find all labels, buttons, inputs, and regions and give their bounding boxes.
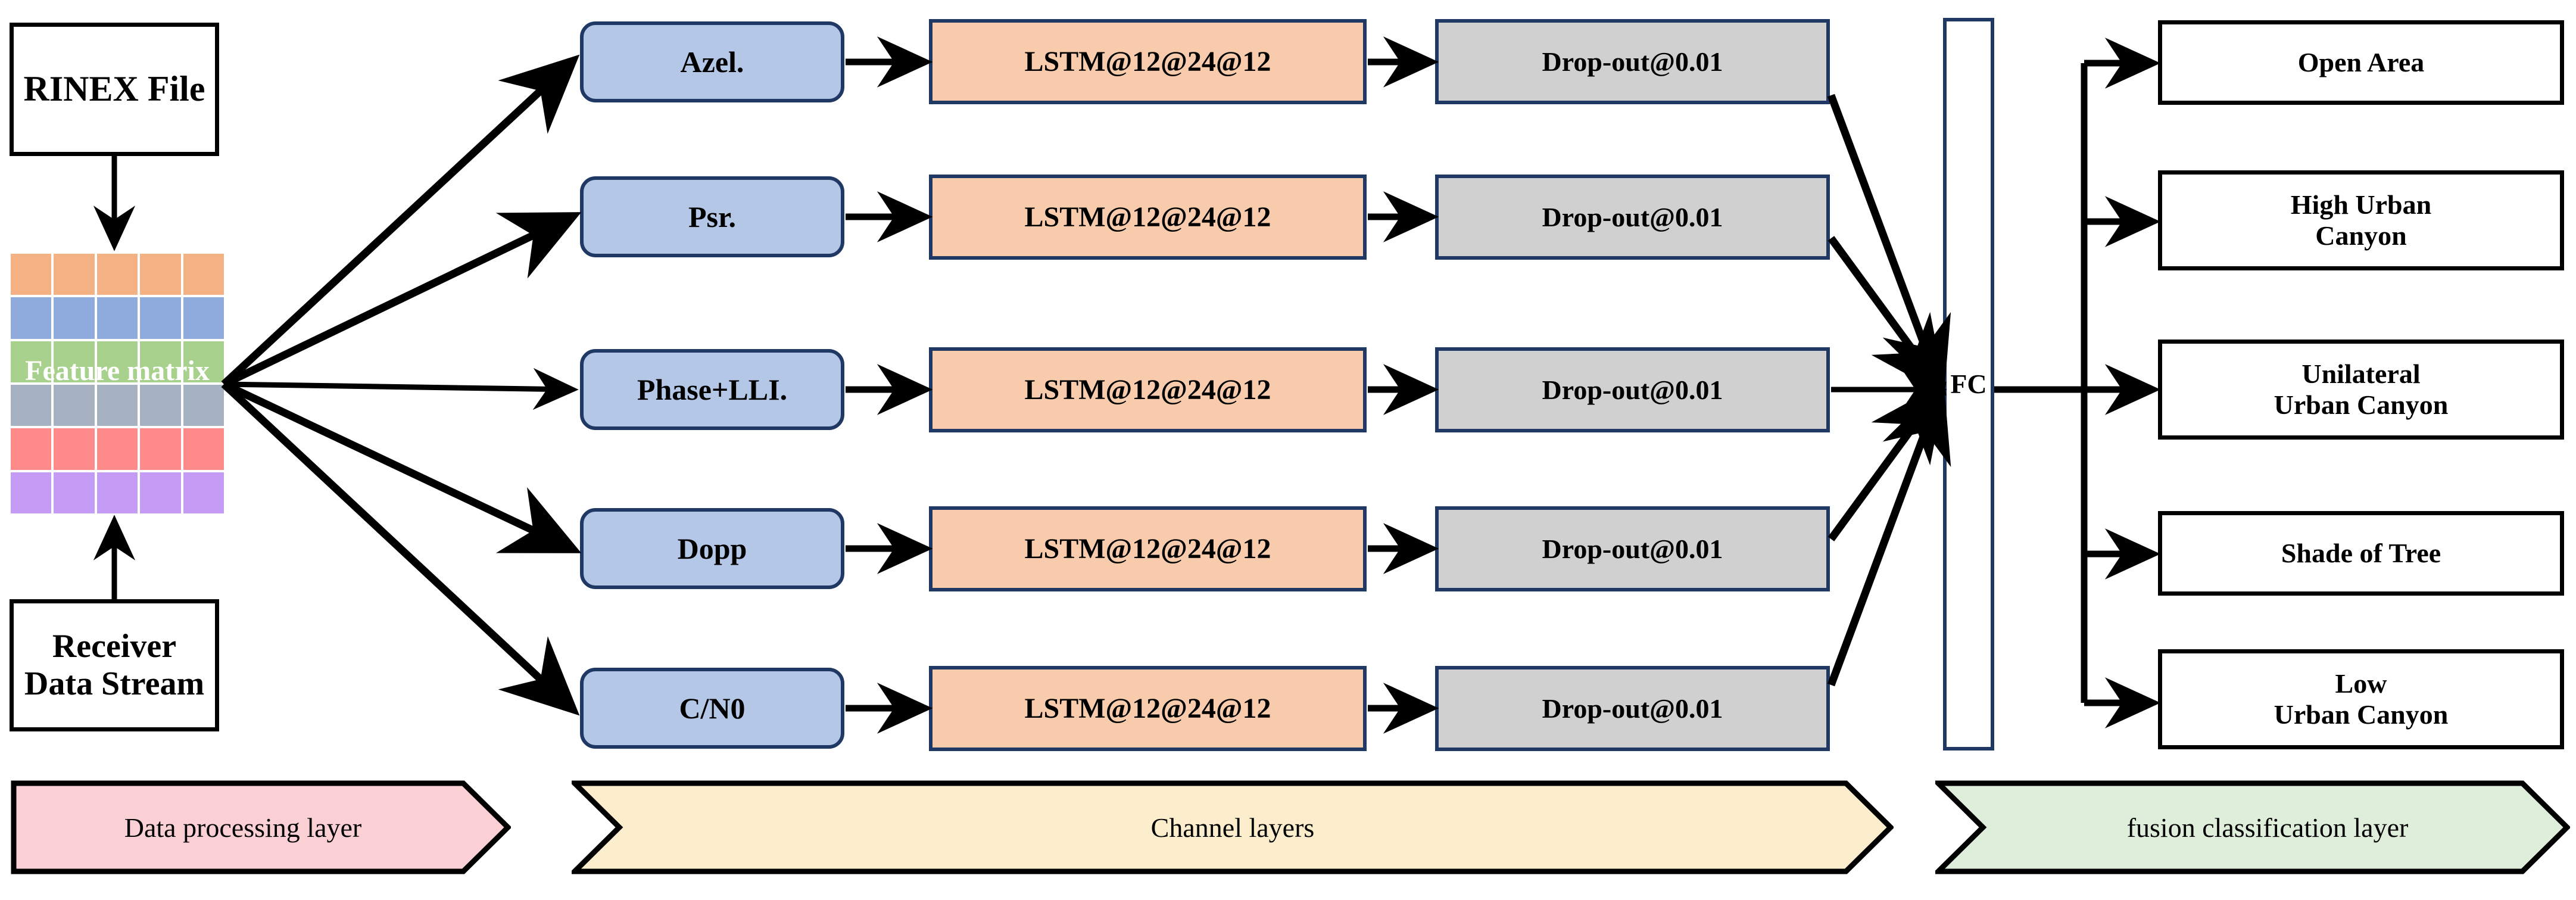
lstm-block-phase-lli[interactable]: LSTM@12@24@12 xyxy=(929,347,1367,432)
dropout-label: Drop-out@0.01 xyxy=(1542,201,1723,232)
banner-label: fusion classification layer xyxy=(2126,812,2409,843)
feature-matrix-cell xyxy=(140,297,181,339)
feature-matrix-cell xyxy=(11,385,52,426)
channel-input-label: Dopp xyxy=(677,532,747,565)
feature-matrix-cell xyxy=(183,341,224,382)
output-class-low-urban-canyon[interactable]: Low Urban Canyon xyxy=(2158,649,2564,749)
dropout-label: Drop-out@0.01 xyxy=(1542,46,1723,77)
feature-matrix-cell xyxy=(140,472,181,513)
banner-label: Channel layers xyxy=(1150,812,1315,843)
channel-input-azel[interactable]: Azel. xyxy=(580,21,844,102)
channel-input-label: Phase+LLI. xyxy=(637,373,788,406)
feature-matrix-cell xyxy=(183,428,224,470)
lstm-block-azel[interactable]: LSTM@12@24@12 xyxy=(929,19,1367,104)
channel-input-label: C/N0 xyxy=(679,692,746,725)
feature-matrix-cell xyxy=(96,254,138,295)
rinex-file-label: RINEX File xyxy=(23,69,205,109)
feature-matrix-cell xyxy=(11,341,52,382)
feature-matrix-cell xyxy=(96,472,138,513)
output-label-line1: High Urban xyxy=(2290,189,2432,220)
output-label-line2: Canyon xyxy=(2315,220,2407,251)
feature-matrix-cell xyxy=(183,472,224,513)
receiver-data-stream-box: Receiver Data Stream xyxy=(10,599,219,731)
feature-matrix xyxy=(11,254,224,513)
lstm-block-cn0[interactable]: LSTM@12@24@12 xyxy=(929,666,1367,751)
output-class-unilateral-urban-canyon[interactable]: Unilateral Urban Canyon xyxy=(2158,340,2564,440)
dropout-block-cn0[interactable]: Drop-out@0.01 xyxy=(1435,666,1830,751)
lstm-label: LSTM@12@24@12 xyxy=(1024,373,1271,406)
feature-matrix-cell xyxy=(54,428,95,470)
fc-label: FC xyxy=(1950,369,1987,400)
feature-matrix-cell xyxy=(140,254,181,295)
feature-matrix-cell xyxy=(183,297,224,339)
arrow-dropout-to-fc-1 xyxy=(1827,94,1951,398)
dropout-block-azel[interactable]: Drop-out@0.01 xyxy=(1435,19,1830,104)
arrow-dropout-to-fc-4 xyxy=(1827,381,1947,541)
dropout-label: Drop-out@0.01 xyxy=(1542,533,1723,564)
receiver-label-line1: Receiver xyxy=(52,628,177,665)
fc-layer-box[interactable]: FC xyxy=(1943,18,1994,750)
lstm-label: LSTM@12@24@12 xyxy=(1024,532,1271,565)
feature-matrix-cell xyxy=(54,254,95,295)
feature-matrix-cell xyxy=(96,297,138,339)
banner-fusion-classification-layer: fusion classification layer xyxy=(1935,780,2570,874)
feature-matrix-cell xyxy=(96,341,138,382)
arrow-matrix-to-channel-cn0 xyxy=(221,381,580,716)
arrow-matrix-to-channel-azel xyxy=(221,54,580,387)
lstm-block-psr[interactable]: LSTM@12@24@12 xyxy=(929,175,1367,260)
feature-matrix-cell xyxy=(183,254,224,295)
output-class-shade-of-tree[interactable]: Shade of Tree xyxy=(2158,511,2564,596)
channel-input-label: Azel. xyxy=(680,45,744,79)
lstm-label: LSTM@12@24@12 xyxy=(1024,45,1271,77)
arrow-dropout-to-fc-5 xyxy=(1827,381,1951,687)
arrow-matrix-to-channel-dopp xyxy=(222,381,582,553)
output-label-line1: Open Area xyxy=(2297,47,2425,78)
dropout-block-psr[interactable]: Drop-out@0.01 xyxy=(1435,175,1830,260)
feature-matrix-cell xyxy=(140,341,181,382)
channel-input-label: Psr. xyxy=(688,200,737,233)
banner-data-processing-layer: Data processing layer xyxy=(11,780,511,874)
receiver-label-line2: Data Stream xyxy=(24,665,205,702)
feature-matrix-cell xyxy=(11,428,52,470)
lstm-label: LSTM@12@24@12 xyxy=(1024,201,1271,233)
lstm-label: LSTM@12@24@12 xyxy=(1024,692,1271,724)
dropout-block-dopp[interactable]: Drop-out@0.01 xyxy=(1435,506,1830,591)
channel-input-phase-lli[interactable]: Phase+LLI. xyxy=(580,349,844,430)
arrow-matrix-to-channel-psr xyxy=(222,212,582,388)
feature-matrix-cell xyxy=(183,385,224,426)
channel-input-cn0[interactable]: C/N0 xyxy=(580,668,844,749)
channel-input-psr[interactable]: Psr. xyxy=(580,176,844,257)
output-label-line1: Unilateral xyxy=(2301,359,2421,390)
output-class-high-urban-canyon[interactable]: High Urban Canyon xyxy=(2158,170,2564,270)
arrow-matrix-to-channel-phase-lli xyxy=(223,368,579,410)
feature-matrix-cell xyxy=(140,385,181,426)
feature-matrix-cell xyxy=(54,341,95,382)
feature-matrix-cell xyxy=(11,254,52,295)
output-label-line2: Urban Canyon xyxy=(2274,699,2449,730)
output-label-line1: Low xyxy=(2335,668,2387,699)
dropout-label: Drop-out@0.01 xyxy=(1542,693,1723,724)
feature-matrix-cell xyxy=(54,297,95,339)
dropout-block-phase-lli[interactable]: Drop-out@0.01 xyxy=(1435,347,1830,432)
feature-matrix-cell xyxy=(140,428,181,470)
output-label-line2: Urban Canyon xyxy=(2274,390,2449,420)
connector-fc-to-output-bus xyxy=(1994,38,2161,728)
dropout-label: Drop-out@0.01 xyxy=(1542,374,1723,405)
output-class-open-area[interactable]: Open Area xyxy=(2158,20,2564,105)
feature-matrix-cell xyxy=(54,385,95,426)
output-label-line1: Shade of Tree xyxy=(2281,538,2441,569)
feature-matrix-cell xyxy=(96,428,138,470)
feature-matrix-cell xyxy=(96,385,138,426)
banner-label: Data processing layer xyxy=(124,812,362,843)
lstm-block-dopp[interactable]: LSTM@12@24@12 xyxy=(929,506,1367,591)
feature-matrix-cell xyxy=(11,297,52,339)
arrow-dropout-to-fc-2 xyxy=(1827,236,1947,396)
banner-channel-layers: Channel layers xyxy=(572,780,1894,874)
channel-input-dopp[interactable]: Dopp xyxy=(580,508,844,589)
feature-matrix-cell xyxy=(11,472,52,513)
rinex-file-box: RINEX File xyxy=(10,23,219,156)
feature-matrix-cell xyxy=(54,472,95,513)
